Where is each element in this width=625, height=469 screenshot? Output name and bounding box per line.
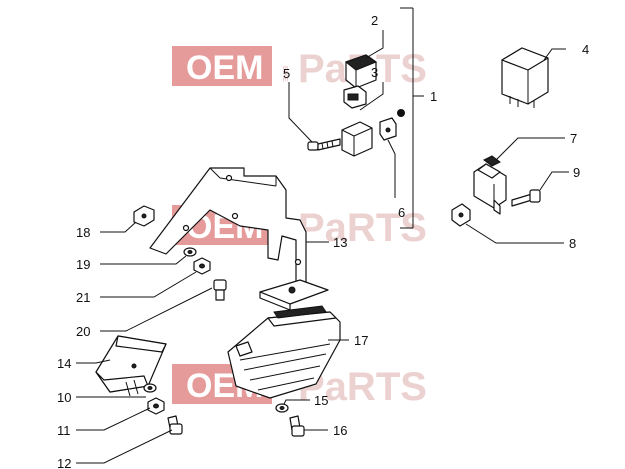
part-10-washer — [143, 383, 157, 393]
callout-16: 16 — [333, 423, 347, 438]
part-8-clip — [451, 203, 471, 227]
callout-4: 4 — [582, 42, 589, 57]
part-20-bolt — [213, 279, 227, 301]
part-4-relay — [501, 47, 549, 108]
callout-9: 9 — [573, 165, 580, 180]
callout-15: 15 — [314, 393, 328, 408]
part-6-clip — [379, 117, 397, 141]
callout-14: 14 — [57, 356, 71, 371]
callout-6: 6 — [398, 205, 405, 220]
part-11-nut — [147, 397, 165, 415]
part-18-clip — [133, 205, 155, 227]
part-14-rectifier — [95, 335, 167, 397]
callout-19: 19 — [76, 257, 90, 272]
callout-17: 17 — [354, 333, 368, 348]
part-19-washer — [183, 247, 197, 257]
part-13-plate — [259, 279, 329, 311]
callout-8: 8 — [569, 236, 576, 251]
watermark-small: BIKE — [281, 66, 288, 82]
callout-20: 20 — [76, 324, 90, 339]
part-17-regulator — [227, 305, 341, 399]
group-bracket-1 — [400, 7, 424, 229]
part-7-fuse-holder — [473, 155, 507, 215]
part-fuse-block — [341, 121, 373, 157]
group-dot — [397, 109, 405, 117]
callout-18: 18 — [76, 225, 90, 240]
callout-5: 5 — [283, 66, 290, 81]
part-3-relay-base — [343, 85, 367, 109]
callout-1: 1 — [430, 89, 437, 104]
callout-13: 13 — [333, 235, 347, 250]
callout-21: 21 — [76, 290, 90, 305]
callout-3: 3 — [371, 65, 378, 80]
watermark-brand-left: OEM — [186, 49, 263, 87]
callout-10: 10 — [57, 390, 71, 405]
callout-labels: 2 3 1 4 5 6 7 9 8 18 19 21 20 13 14 17 1… — [57, 13, 589, 469]
callout-7: 7 — [570, 131, 577, 146]
callout-12: 12 — [57, 456, 71, 469]
part-12-bolt — [167, 415, 183, 435]
leader-lines — [76, 30, 569, 464]
part-2-cap — [344, 54, 378, 89]
part-9-screw — [511, 189, 541, 207]
callout-11: 11 — [57, 423, 71, 438]
part-21-nut — [193, 257, 211, 275]
part-15-washer — [275, 403, 289, 413]
part-16-bolt — [289, 415, 305, 437]
watermark-top: OEM PaRTS BIKE — [172, 46, 427, 91]
callout-2: 2 — [371, 13, 378, 28]
part-5-screw — [307, 138, 341, 151]
